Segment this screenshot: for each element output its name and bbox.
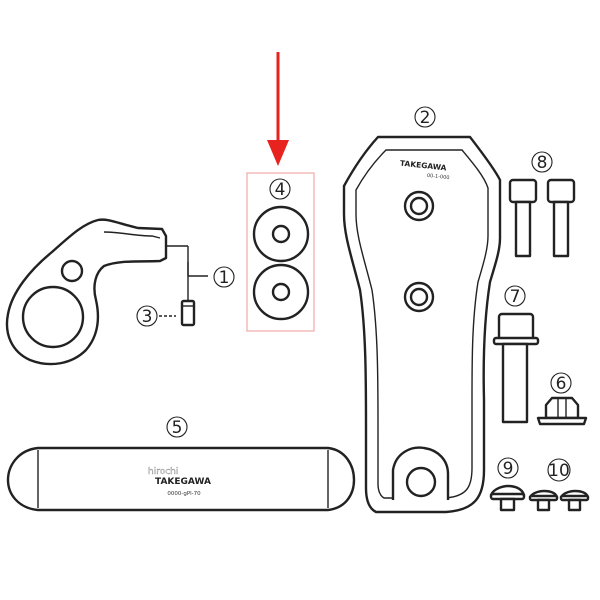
callout-9-label: 9 — [503, 459, 514, 479]
callout-8-label: 8 — [537, 153, 548, 173]
highlight-arrow — [267, 52, 289, 166]
mounting-plate: TAKEGAWA 00-1-000 — [342, 135, 502, 514]
clamp-bracket — [5, 218, 208, 366]
highlight-box — [246, 172, 315, 332]
callout-8: 8 — [531, 151, 553, 173]
callout-7-label: 7 — [510, 287, 521, 307]
small-rivet-pair — [528, 489, 590, 512]
small-pin — [180, 299, 196, 327]
watermark-text: hirochi — [148, 467, 178, 477]
washer-pair — [252, 205, 310, 321]
callout-10-label: 10 — [548, 461, 570, 481]
callout-3: 3 — [136, 305, 176, 327]
callout-2-label: 2 — [420, 108, 431, 128]
callout-4: 4 — [269, 178, 291, 200]
callout-6-label: 6 — [556, 374, 567, 394]
callout-9: 9 — [497, 457, 519, 479]
bar-brand-text: TAKEGAWA — [155, 477, 211, 487]
callout-6: 6 — [550, 372, 572, 394]
callout-7: 7 — [504, 285, 526, 307]
callout-1: 1 — [213, 266, 235, 288]
callout-2: 2 — [414, 106, 436, 128]
bar-part-number: 0000-gPl-70 — [167, 491, 201, 497]
cross-bar: TAKEGAWA 0000-gPl-70 hirochi — [6, 446, 356, 512]
plate-part-number: 00-1-000 — [427, 173, 450, 181]
rivet-spacer — [489, 484, 526, 512]
long-bolt-pair — [508, 178, 576, 258]
callout-1-label: 1 — [219, 268, 230, 288]
callout-5-label: 5 — [172, 418, 183, 438]
callout-10: 10 — [547, 458, 571, 482]
flange-nut — [536, 396, 588, 426]
callout-3-label: 3 — [142, 307, 153, 327]
flange-bolt — [492, 312, 540, 424]
callout-4-label: 4 — [275, 180, 286, 200]
callout-5: 5 — [166, 416, 188, 438]
